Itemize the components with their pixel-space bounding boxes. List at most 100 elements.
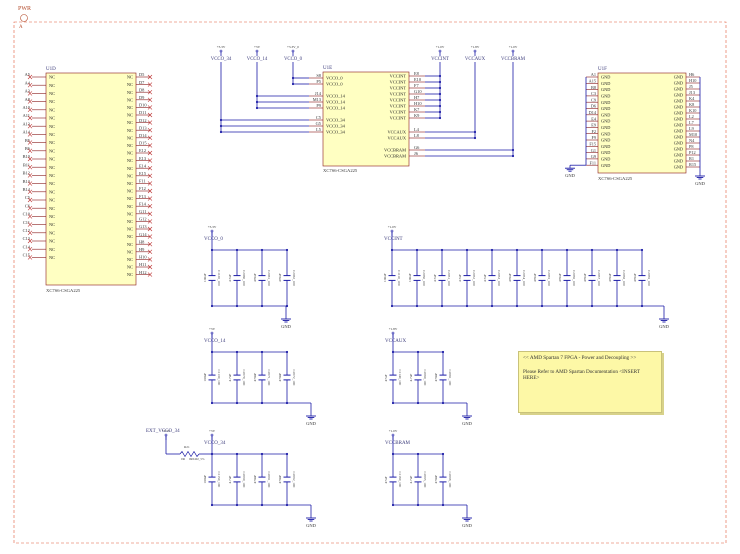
capacitor-value: 4.7uF — [409, 476, 413, 484]
net-label-vccint: VCCINT — [384, 237, 403, 242]
no-connect-x — [27, 197, 33, 203]
pin-number-u1d: D14 — [139, 133, 147, 138]
pin-name-u1f: GND — [674, 117, 683, 122]
power-port-voltage: +3V — [209, 327, 216, 331]
junction-dot — [390, 304, 394, 308]
pin-number-u1d: E12 — [139, 148, 146, 153]
junction-dot — [260, 401, 264, 405]
pin-name-u1d: NC — [127, 135, 133, 140]
junction-dot — [511, 148, 515, 152]
pin-number-u1d: H12 — [139, 270, 147, 275]
pin-name-u1d: NC — [49, 148, 55, 153]
pin-name-u1f: GND — [674, 99, 683, 104]
pin-name-u1d: NC — [49, 198, 55, 203]
pin-number-u1d: C15 — [23, 253, 31, 258]
resistor-ref: R21 — [184, 445, 190, 449]
junction-dot — [441, 503, 445, 507]
pin-number-u1d: C6 — [25, 203, 31, 208]
pin-name-u1d: NC — [127, 90, 133, 95]
rail-net-label: VCCINT — [431, 57, 449, 62]
pin-number-u1e: P5 — [316, 79, 321, 84]
pin-number-u1d: D11 — [139, 110, 146, 115]
design-note-body: Please Refer to AMD Spartan Documentatio… — [523, 369, 640, 381]
capacitor-ref: C2081_100 — [448, 370, 452, 386]
capacitor-value: 470nF — [253, 373, 257, 382]
power-port-symbol — [255, 49, 259, 53]
pin-number-u1f: A1 — [591, 72, 596, 77]
pin-name-u1d: NC — [127, 82, 133, 87]
pin-name-u1d: NC — [49, 107, 55, 112]
pin-name-u1e: VCCINT — [390, 92, 407, 97]
no-connect-x — [147, 112, 153, 118]
capacitor-value: 100uF — [383, 273, 387, 282]
pin-number-u1d: B13 — [23, 179, 31, 184]
junction-dot — [219, 118, 223, 122]
junction-dot — [390, 248, 394, 252]
rail-net-label: VCCBRAM — [501, 57, 526, 62]
capacitor-value: 470nF — [253, 273, 257, 282]
junction-dot — [438, 80, 442, 84]
pin-number-u1d: F14 — [139, 201, 147, 206]
pin-number-u1f: K10 — [689, 108, 696, 113]
pin-name-u1e: VCCBRAM — [384, 154, 406, 159]
junction-dot — [590, 248, 594, 252]
pin-name-u1f: GND — [601, 125, 610, 130]
pin-name-u1d: NC — [127, 151, 133, 156]
pin-name-u1d: NC — [49, 247, 55, 252]
pin-name-u1d: NC — [49, 230, 55, 235]
pin-name-u1f: GND — [601, 138, 610, 143]
junction-dot — [255, 94, 259, 98]
power-port-symbol — [210, 331, 214, 335]
pin-number-u1d: H11 — [139, 262, 146, 267]
junction-dot — [465, 304, 469, 308]
pin-number-u1d: D9 — [139, 95, 145, 100]
junction-dot — [210, 304, 214, 308]
power-port-voltage: +3.3V — [162, 429, 171, 433]
junction-dot — [441, 401, 445, 405]
sheet-frame — [13, 21, 727, 544]
no-connect-x — [147, 89, 153, 95]
junction-dot — [255, 106, 259, 110]
pin-name-u1d: NC — [127, 227, 133, 232]
gnd-label: GND — [462, 421, 472, 426]
pin-name-u1f: GND — [601, 144, 610, 149]
part-u1f — [597, 72, 687, 174]
no-connect-x — [27, 91, 33, 96]
junction-dot — [565, 304, 569, 308]
pin-name-u1d: NC — [49, 116, 55, 121]
no-connect-x — [27, 173, 33, 178]
capacitor-value: 470nF — [278, 273, 282, 282]
gnd-label: GND — [695, 181, 705, 186]
capacitor-value: 470nF — [633, 273, 637, 282]
junction-dot — [565, 248, 569, 252]
pin-name-u1f: GND — [601, 119, 610, 124]
junction-dot — [285, 248, 289, 252]
pin-number-u1d: G11 — [139, 209, 146, 214]
no-connect-x — [27, 164, 33, 170]
no-connect-x — [147, 219, 153, 224]
pin-name-u1f: GND — [674, 81, 683, 86]
pin-name-u1d: NC — [127, 128, 133, 133]
pin-number-u1d: B12 — [23, 171, 30, 176]
part-ref-u1f: U1F — [598, 67, 607, 72]
pin-name-u1f: GND — [674, 87, 683, 92]
gnd-label: GND — [306, 421, 316, 426]
pin-name-u1d: NC — [127, 120, 133, 125]
junction-dot — [415, 304, 419, 308]
junction-dot — [285, 401, 289, 405]
power-port-voltage: +1.0V — [389, 429, 398, 433]
junction-dot — [391, 503, 395, 507]
pin-name-u1e: VCCO_0 — [326, 76, 343, 81]
pin-number-u1f: J13 — [689, 90, 695, 95]
junction-dot — [235, 304, 239, 308]
no-connect-x — [147, 143, 153, 148]
capacitor-ref: C2092_100 — [292, 472, 296, 488]
capacitor-ref: C2056_100 — [572, 270, 576, 286]
pin-name-u1f: GND — [674, 129, 683, 134]
junction-dot — [490, 248, 494, 252]
no-connect-x — [147, 249, 153, 255]
no-connect-x — [27, 107, 33, 113]
no-connect-x — [147, 120, 153, 125]
pin-name-u1e: VCCBRAM — [384, 148, 406, 153]
gnd-label: GND — [462, 523, 472, 528]
